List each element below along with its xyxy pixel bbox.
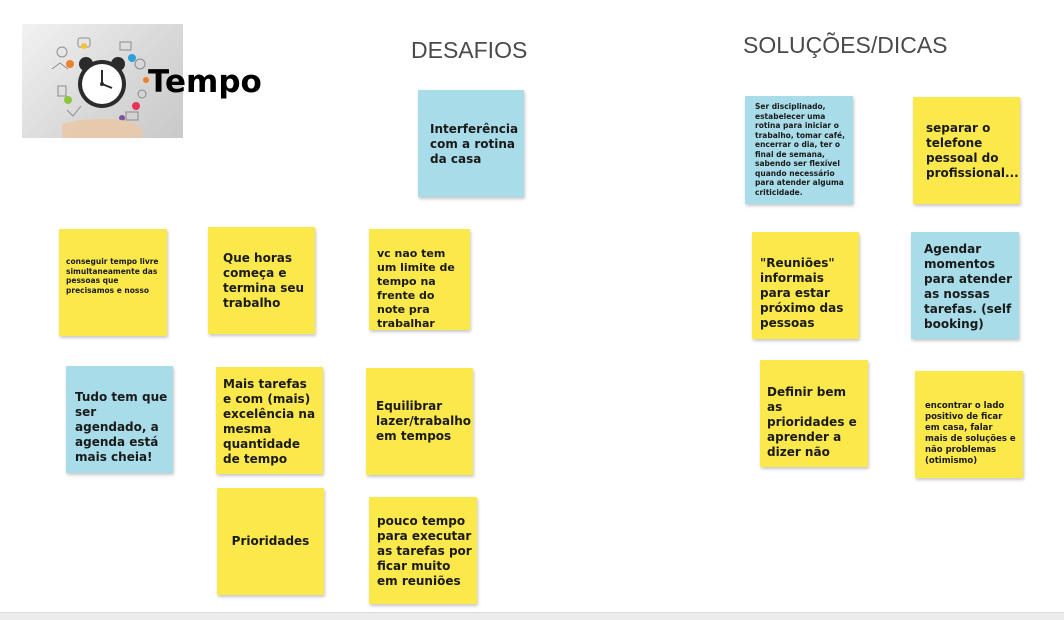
sticky-note-separar-telefone[interactable]: separar o telefone pessoal do profission… [913, 97, 1020, 204]
sticky-note-disciplinado[interactable]: Ser disciplinado, estabelecer uma rotina… [745, 96, 853, 204]
sticky-note-prioridades[interactable]: Prioridades [217, 488, 324, 595]
sticky-note-que-horas[interactable]: Que horas começa e termina seu trabalho [208, 227, 315, 334]
sticky-note-limite-tempo[interactable]: vc nao tem um limite de tempo na frente … [369, 229, 470, 330]
bottom-scroll-bar[interactable] [0, 612, 1064, 620]
sticky-note-lado-positivo[interactable]: encontrar o lado positivo de ficar em ca… [915, 371, 1023, 478]
header-solucoes: SOLUÇÕES/DICAS [743, 32, 948, 58]
sticky-note-pouco-tempo[interactable]: pouco tempo para executar as tarefas por… [369, 497, 477, 604]
sticky-note-agendar-momentos[interactable]: Agendar momentos para atender as nossas … [911, 232, 1019, 339]
sticky-note-reunioes-informais[interactable]: "Reuniões" informais para estar próximo … [752, 232, 859, 339]
header-desafios: DESAFIOS [411, 37, 528, 63]
sticky-note-agendado[interactable]: Tudo tem que ser agendado, a agenda está… [66, 366, 173, 473]
board-title: Tempo [148, 64, 262, 100]
time-illustration[interactable] [22, 24, 183, 138]
sticky-note-tempo-livre[interactable]: conseguir tempo livre simultaneamente da… [59, 229, 167, 336]
sticky-note-equilibrar[interactable]: Equilibrar lazer/trabalho em tempos [366, 368, 473, 475]
sticky-note-definir-prioridades[interactable]: Definir bem as prioridades e aprender a … [760, 360, 868, 467]
sticky-note-mais-tarefas[interactable]: Mais tarefas e com (mais) excelência na … [216, 367, 323, 474]
sticky-note-interferencia[interactable]: Interferência com a rotina da casa [418, 90, 524, 197]
